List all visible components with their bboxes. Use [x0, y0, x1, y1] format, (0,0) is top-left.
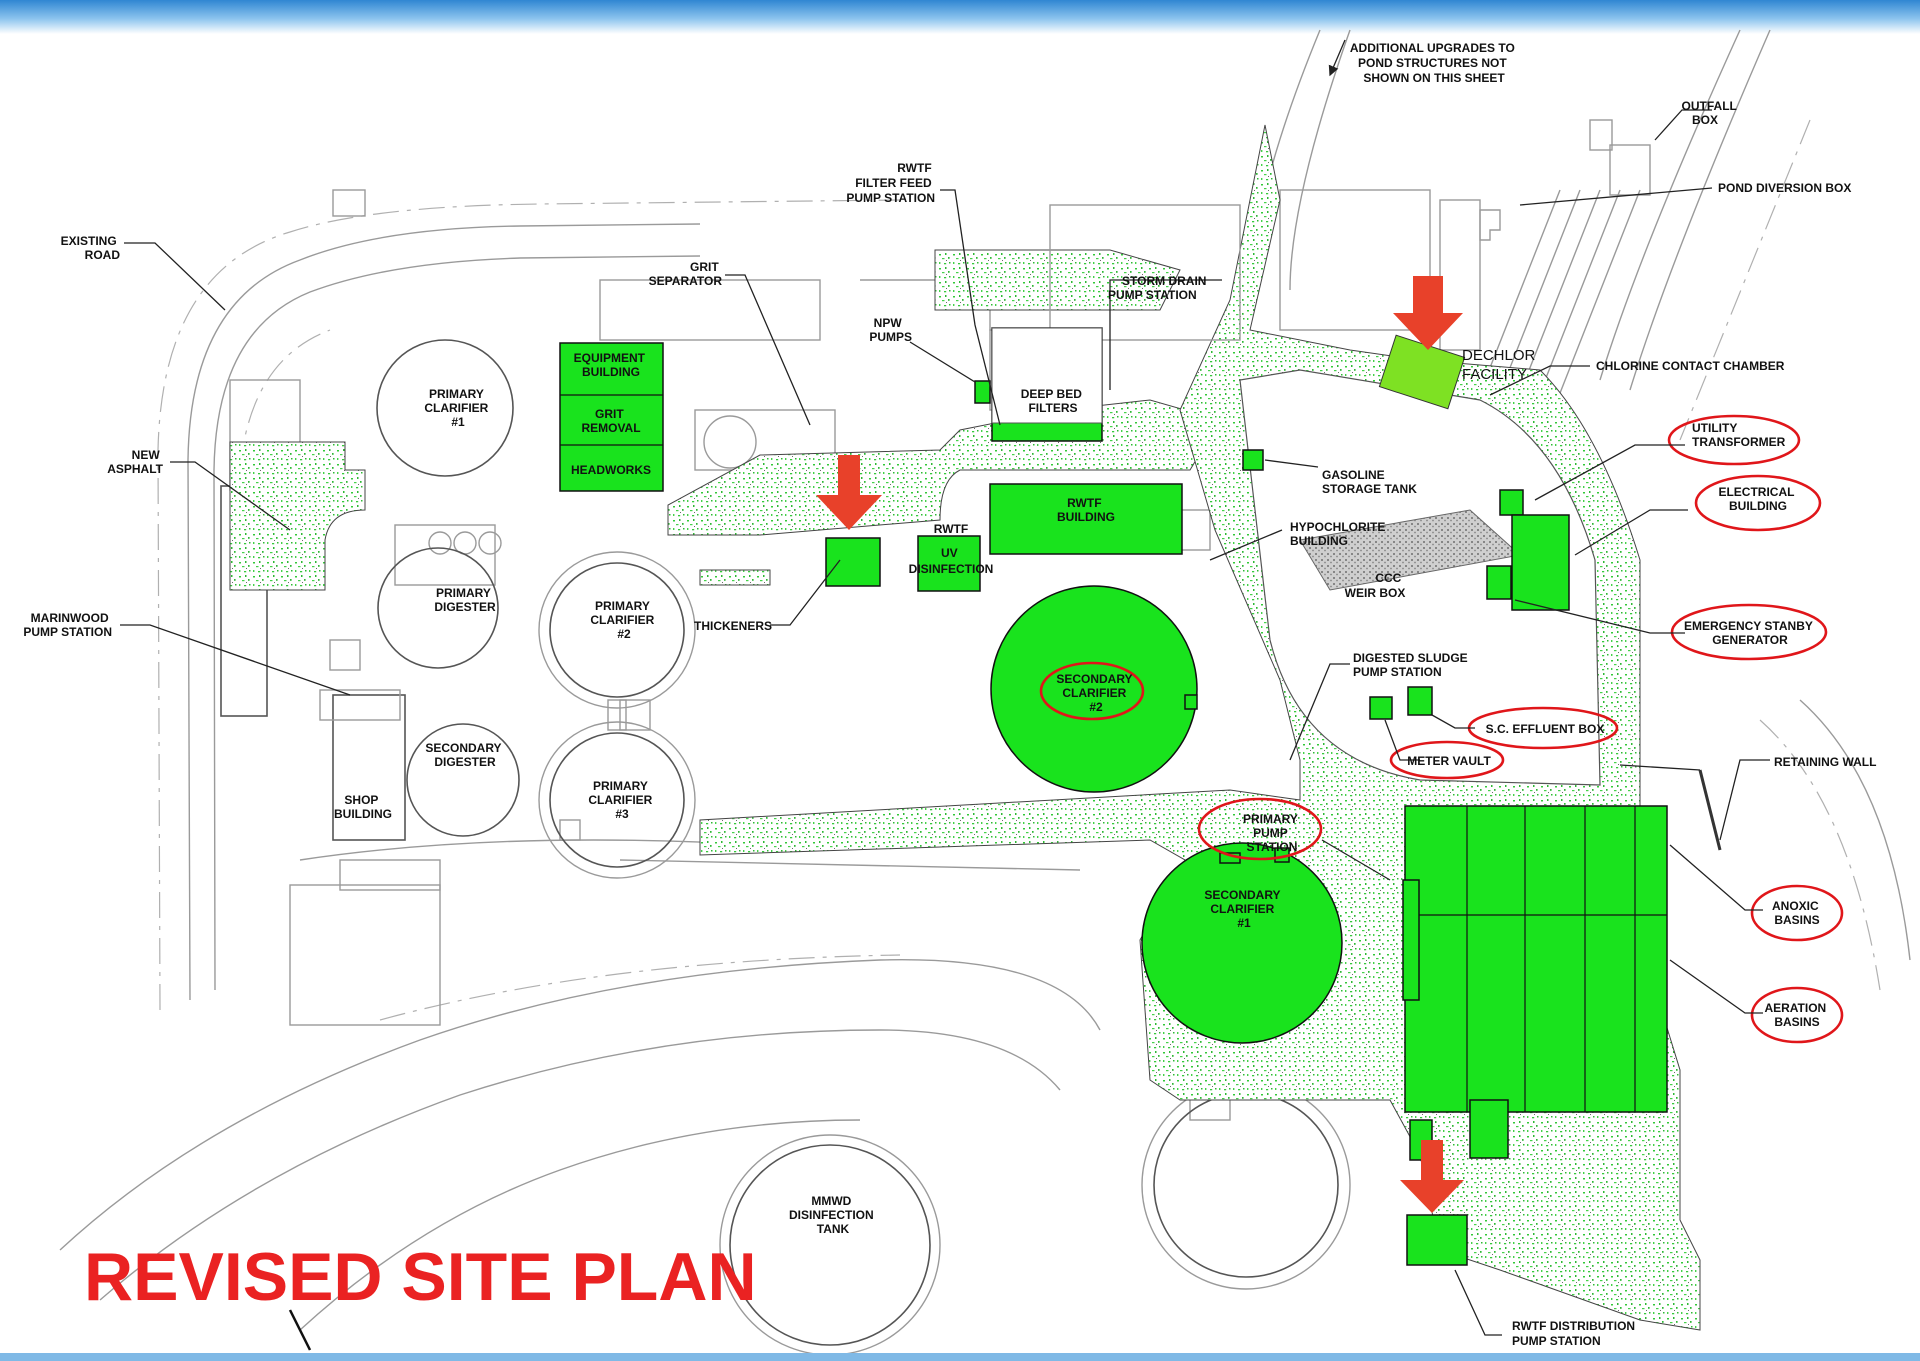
- label-primary-digester: PRIMARY DIGESTER: [434, 586, 496, 614]
- label-dechlor-facility: DECHLOR FACILITY: [1462, 347, 1540, 383]
- label-ccc-weir-box: CCC WEIR BOX: [1345, 571, 1406, 600]
- indicator-arrows: [816, 276, 1464, 1213]
- label-deep-bed-filters: DEEP BED FILTERS: [1021, 387, 1085, 415]
- anoxic-aeration-basins: [1404, 805, 1668, 1113]
- label-additional-upgrades: ADDITIONAL UPGRADES TO POND STRUCTURES N…: [1350, 41, 1518, 85]
- page-title: REVISED SITE PLAN: [84, 1239, 757, 1315]
- highlight-rings: [1039, 414, 1844, 1044]
- label-electrical-building: ELECTRICAL BUILDING: [1718, 485, 1797, 513]
- label-npw-pumps: NPW PUMPS: [869, 316, 912, 344]
- label-secondary-clarifier-2: SECONDARY CLARIFIER #2: [1056, 672, 1135, 714]
- utility-transformer: [1499, 489, 1524, 516]
- arrow-icon: [816, 455, 882, 530]
- label-chlorine-contact-chamber: CHLORINE CONTACT CHAMBER: [1596, 359, 1785, 373]
- top-banner: [0, 0, 1920, 34]
- label-rwtf-building: RWTF BUILDING: [1057, 496, 1115, 524]
- arrow-icon: [1400, 1140, 1464, 1213]
- label-existing-road: EXISTING ROAD: [61, 234, 121, 262]
- label-rwtf-uv: RWTF: [934, 522, 968, 536]
- label-sc-effluent-box: S.C. EFFLUENT BOX: [1486, 722, 1605, 736]
- gasoline-tank: [1242, 449, 1264, 471]
- leader-lines: [120, 39, 1770, 1336]
- label-primary-clarifier-2: PRIMARY CLARIFIER #2: [590, 599, 657, 641]
- label-new-asphalt: NEW ASPHALT: [107, 448, 163, 476]
- label-primary-clarifier-3: PRIMARY CLARIFIER #3: [588, 779, 655, 821]
- label-meter-vault: METER VAULT: [1407, 754, 1491, 768]
- generator: [1486, 565, 1512, 600]
- label-grit-removal: GRIT REMOVAL: [581, 407, 640, 435]
- rwtf-building: [989, 483, 1183, 555]
- label-headworks: HEADWORKS: [571, 463, 651, 477]
- label-mmwd-tank: MMWD DISINFECTION TANK: [789, 1194, 877, 1236]
- label-digested-sludge: DIGESTED SLUDGE PUMP STATION: [1353, 651, 1471, 679]
- label-shop-building: SHOP BUILDING: [334, 793, 392, 821]
- label-anoxic-basins: ANOXIC BASINS: [1772, 899, 1822, 927]
- label-rwtf-distribution: RWTF DISTRIBUTION PUMP STATION: [1512, 1319, 1638, 1348]
- thickeners: [825, 537, 881, 587]
- plan-labels: ADDITIONAL UPGRADES TO POND STRUCTURES N…: [23, 41, 1876, 1348]
- arrow-icon: [1393, 276, 1463, 350]
- electrical-building: [1511, 514, 1570, 611]
- label-retaining-wall: RETAINING WALL: [1774, 755, 1876, 769]
- label-storm-drain: STORM DRAIN PUMP STATION: [1108, 274, 1210, 302]
- secondary-clarifier-1: [1141, 842, 1343, 1044]
- label-marinwood-pump-station: MARINWOOD PUMP STATION: [23, 611, 112, 639]
- secondary-clarifier-2: [990, 585, 1198, 793]
- bottom-banner: [0, 1353, 1920, 1361]
- equipment-building: [559, 342, 664, 492]
- label-secondary-clarifier-1: SECONDARY CLARIFIER #1: [1204, 888, 1283, 930]
- label-primary-clarifier-1: PRIMARY CLARIFIER #1: [424, 387, 491, 429]
- label-pond-diversion-box: POND DIVERSION BOX: [1718, 181, 1851, 195]
- label-gasoline-storage-tank: GASOLINE STORAGE TANK: [1322, 468, 1417, 496]
- new-structures: [559, 327, 1668, 1266]
- label-grit-separator: GRIT SEPARATOR: [649, 260, 723, 288]
- uv-disinfection: [917, 535, 981, 592]
- rwtf-distribution-pump-station: [1406, 1214, 1468, 1266]
- label-equipment-building: EQUIPMENT BUILDING: [574, 351, 649, 379]
- label-utility-transformer: UTILITY TRANSFORMER: [1692, 421, 1786, 449]
- label-primary-pump-station: PRIMARY PUMP STATION: [1243, 812, 1301, 854]
- label-hypochlorite-building: HYPOCHLORITE BUILDING: [1290, 520, 1389, 548]
- label-outfall-box: OUTFALL BOX: [1682, 99, 1740, 127]
- label-aeration-basins: AERATION BASINS: [1764, 1001, 1829, 1029]
- npw-pump: [974, 380, 991, 404]
- label-rwtf-filter-feed: RWTF FILTER FEED PUMP STATION: [846, 161, 935, 205]
- meter-vault: [1369, 696, 1393, 720]
- label-thickeners: THICKENERS: [694, 619, 772, 633]
- label-uv-disinfection: UV DISINFECTION: [909, 546, 994, 576]
- label-emergency-generator: EMERGENCY STANBY GENERATOR: [1684, 619, 1816, 647]
- label-secondary-digester: SECONDARY DIGESTER: [425, 741, 504, 769]
- sc-effluent-box: [1407, 686, 1433, 716]
